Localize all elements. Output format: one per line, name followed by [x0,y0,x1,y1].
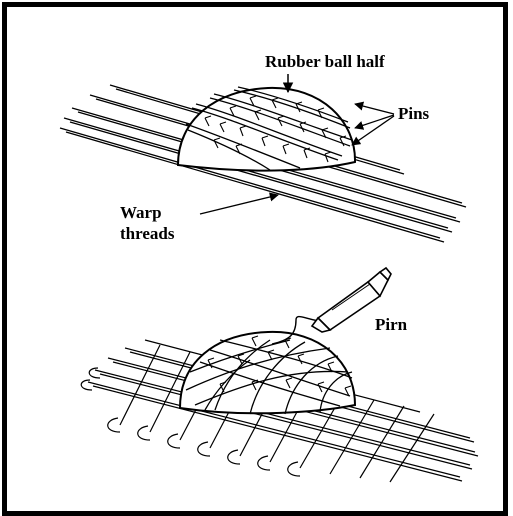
rubber-ball-half-top [178,87,355,171]
label-pirn: Pirn [375,315,408,334]
arrows-pins [352,104,394,145]
label-warp-line1: Warp [120,203,162,222]
arrow-warp-threads [200,195,278,214]
label-pins: Pins [398,104,430,123]
label-warp-line2: threads [120,224,175,243]
rubber-ball-half-bottom [180,332,355,414]
label-rubber-ball-half: Rubber ball half [265,52,385,71]
